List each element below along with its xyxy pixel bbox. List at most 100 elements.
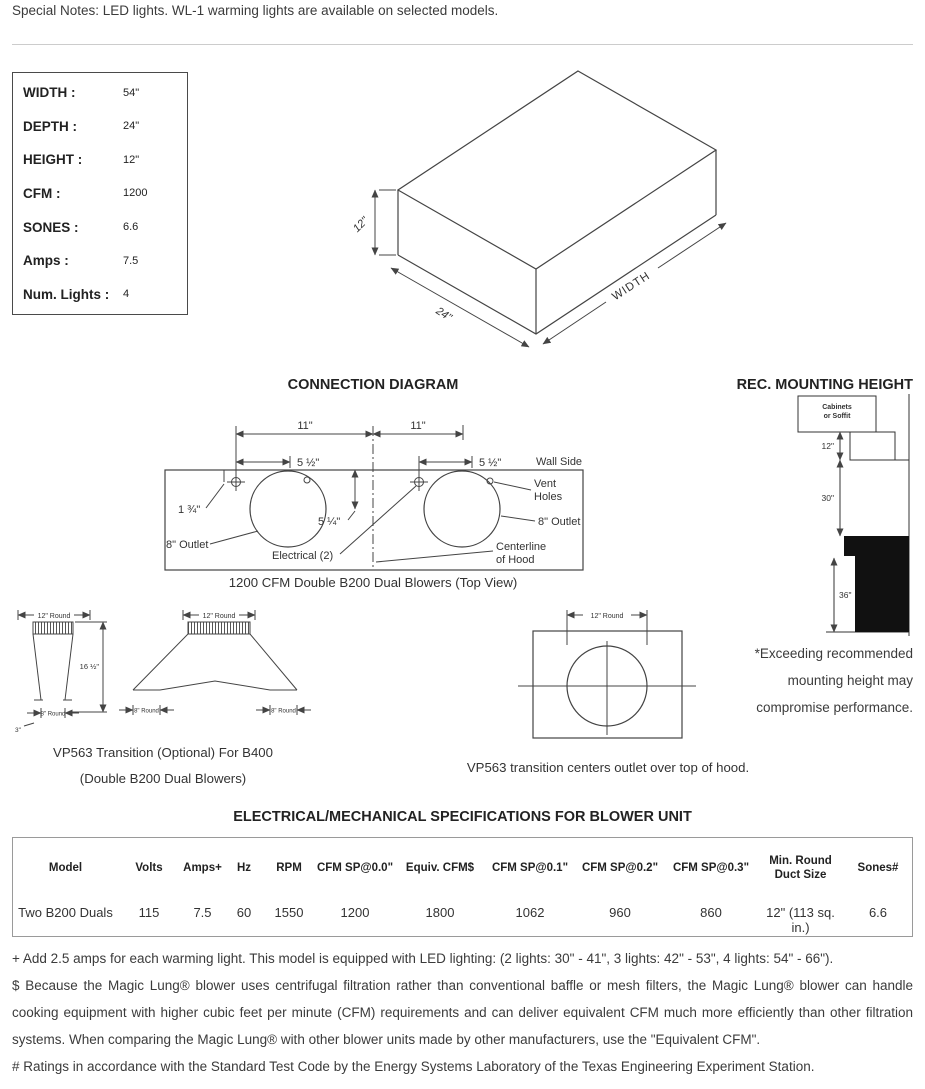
iso-dimension-lines <box>371 189 727 348</box>
col-value: 7.5 <box>193 905 212 920</box>
vp563-caption: VP563 Transition (Optional) For B400 (Do… <box>10 740 316 792</box>
spec-row-depth: DEPTH : 24" <box>23 119 187 134</box>
spec-value: 12" <box>123 153 140 166</box>
col-header: CFM SP@0.3" <box>672 862 750 875</box>
dim-16half-label: 16 ½" <box>80 662 100 671</box>
transition-labels: 12" Round 12" Round 16 ½" 8" Round 8" Ro… <box>15 613 296 734</box>
col-header: Hz <box>236 862 252 875</box>
col-cfm-00: CFM SP@0.0"1200 <box>315 838 395 936</box>
spec-row-width: WIDTH : 54" <box>23 85 187 100</box>
centerline-label-2: of Hood <box>496 554 535 566</box>
vp563-caption-line-1: VP563 Transition (Optional) For B400 <box>53 745 273 760</box>
cabinets-label-1: Cabinets <box>822 404 852 411</box>
col-value: 960 <box>609 905 631 920</box>
iso-width-dim-label: WIDTH <box>610 270 652 303</box>
electrical-label: Electrical (2) <box>272 550 333 562</box>
round-12-label-b: 12" Round <box>203 613 236 620</box>
connection-diagram-heading: CONNECTION DIAGRAM <box>287 377 459 393</box>
footnote-warming-lights: + Add 2.5 amps for each warming light. T… <box>12 951 834 966</box>
spec-label: Num. Lights : <box>23 286 110 302</box>
center-outlet-lines <box>518 610 696 739</box>
spec-row-lights: Num. Lights :4 <box>23 287 187 302</box>
divider-rule <box>12 44 913 45</box>
col-header: Equiv. CFM$ <box>405 862 475 875</box>
col-value: Two B200 Duals <box>18 905 113 920</box>
spec-label: Amps : <box>23 253 69 269</box>
transition-outlines <box>17 610 311 727</box>
dim-30-label: 30" <box>822 493 834 503</box>
footnote-ratings: # Ratings in accordance with the Standar… <box>12 1059 815 1074</box>
dim-11-right-label: 11" <box>410 420 425 432</box>
dim-36-label: 36" <box>839 590 851 600</box>
spec-label: CFM : <box>23 185 61 201</box>
spec-value: 7.5 <box>123 254 139 267</box>
spec-value: 1200 <box>123 187 148 200</box>
iso-height-dim-label: 12" <box>351 214 372 235</box>
round-8-label-a: 8" Round <box>41 712 66 718</box>
spec-label: SONES : <box>23 219 79 235</box>
outlet-right-label: 8" Outlet <box>538 516 580 528</box>
col-header: CFM SP@0.2" <box>581 862 659 875</box>
center-outlet-caption: VP563 transition centers outlet over top… <box>466 760 750 775</box>
col-rpm: RPM 1550 <box>263 838 315 936</box>
col-cfm-02: CFM SP@0.2" 960 <box>575 838 665 936</box>
col-header: Sones# <box>857 862 899 875</box>
spec-label: DEPTH : <box>23 118 77 134</box>
round-8-label-b: 8" Round <box>134 709 159 715</box>
round-12-label-a: 12" Round <box>38 613 71 620</box>
col-volts: Volts 115 <box>118 838 180 936</box>
col-header: RPM <box>276 862 302 875</box>
wall-side-label: Wall Side <box>536 456 582 468</box>
spec-label: HEIGHT : <box>23 152 83 168</box>
spec-row-amps: Amps : 7.5 <box>23 253 187 268</box>
connection-diagram-caption: 1200 CFM Double B200 Dual Blowers (Top V… <box>228 575 518 590</box>
col-value: 115 <box>138 905 160 920</box>
col-amps: Amps+ 7.5 <box>180 838 225 936</box>
col-header: Amps+ <box>183 862 222 875</box>
dim-1-3quarter-label: 1 ¾" <box>178 504 200 516</box>
col-value: 60 <box>236 905 252 920</box>
vent-holes-label-1: Vent <box>534 478 556 490</box>
vp563-caption-line-2: (Double B200 Dual Blowers) <box>79 771 247 786</box>
dim-5-quarter-label: 5 ¼" <box>318 516 340 528</box>
dim-11-left-label: 11" <box>297 420 312 432</box>
spec-row-height: HEIGHT : 12" <box>23 152 187 167</box>
col-sones: Sones# 6.6 <box>844 838 912 936</box>
centerline-label-1: Centerline <box>496 541 546 553</box>
col-value: 1062 <box>515 905 545 920</box>
connection-detail-lines <box>205 425 536 570</box>
col-cfm-01: CFM SP@0.1"1062 <box>485 838 575 936</box>
spec-value: 54" <box>123 86 140 99</box>
col-value: 12" (113 sq. in.) <box>766 905 835 935</box>
col-value: 1800 <box>425 905 455 920</box>
mounting-height-note: *Exceeding recommended mounting height m… <box>754 646 913 715</box>
round-12-label-c: 12" Round <box>591 613 624 620</box>
spec-row-sones: SONES : 6.6 <box>23 220 187 235</box>
spec-label: WIDTH : <box>23 85 76 101</box>
spec-row-cfm: CFM : 1200 <box>23 186 187 201</box>
footnote-equivalent-cfm: $ Because the Magic Lung® blower uses ce… <box>12 978 913 1047</box>
connection-diagram: 11" 11" 5 ½" 5 ½" 1 ¾" 5 ¼" Wall Side Ve… <box>164 420 584 571</box>
spec-value: 24" <box>123 120 140 133</box>
col-value: 6.6 <box>868 905 888 920</box>
vp563-center-outlet-diagram: 12" Round <box>518 610 696 739</box>
special-notes: Special Notes: LED lights. WL-1 warming … <box>12 3 499 18</box>
electrical-specs-heading: ELECTRICAL/MECHANICAL SPECIFICATIONS FOR… <box>233 809 692 825</box>
spec-value: 6.6 <box>123 221 139 234</box>
col-header: Volts <box>135 862 163 875</box>
col-value: 1550 <box>274 905 304 920</box>
mounting-labels: Cabinets or Soffit 12" 30" 36" <box>822 404 852 600</box>
isometric-hood-drawing: 12" 24" WIDTH <box>351 70 727 348</box>
dim-5half-left-label: 5 ½" <box>297 457 319 469</box>
mounting-height-heading: REC. MOUNTING HEIGHT <box>736 377 913 393</box>
col-cfm-03: CFM SP@0.3"860 <box>665 838 757 936</box>
spec-summary-box: WIDTH : 54" DEPTH : 24" HEIGHT : 12" CFM : 1… <box>12 72 188 315</box>
cabinets-label-2: or Soffit <box>824 413 851 420</box>
connection-labels: 11" 11" 5 ½" 5 ½" 1 ¾" 5 ¼" Wall Side Ve… <box>166 420 582 566</box>
hood-silhouette <box>844 536 909 632</box>
col-header: Model <box>48 862 83 875</box>
